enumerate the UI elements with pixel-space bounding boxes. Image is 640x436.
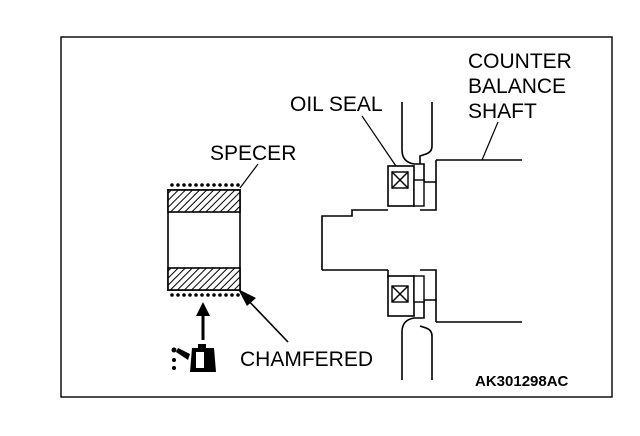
chamfered-label: CHAMFERED [240, 348, 373, 371]
figure-frame [60, 36, 613, 398]
spacer-label: SPECER [210, 142, 296, 165]
oil-seal-label: OIL SEAL [290, 93, 383, 116]
counter-label-line3: SHAFT [468, 100, 537, 123]
oil-flow-arrow [196, 302, 210, 340]
counter-label-line1: COUNTER [468, 50, 572, 73]
shaft-leader-line [481, 121, 499, 161]
oil-seal-leader-line [361, 115, 401, 173]
shaft-assembly [321, 102, 522, 380]
spacer-part [167, 183, 241, 297]
spacer-leader-line [239, 163, 259, 189]
figure-code: AK301298AC [475, 373, 569, 390]
counter-label-line2: BALANCE [468, 75, 566, 98]
chamfered-arrow [238, 289, 289, 343]
oil-can-icon [171, 344, 216, 372]
